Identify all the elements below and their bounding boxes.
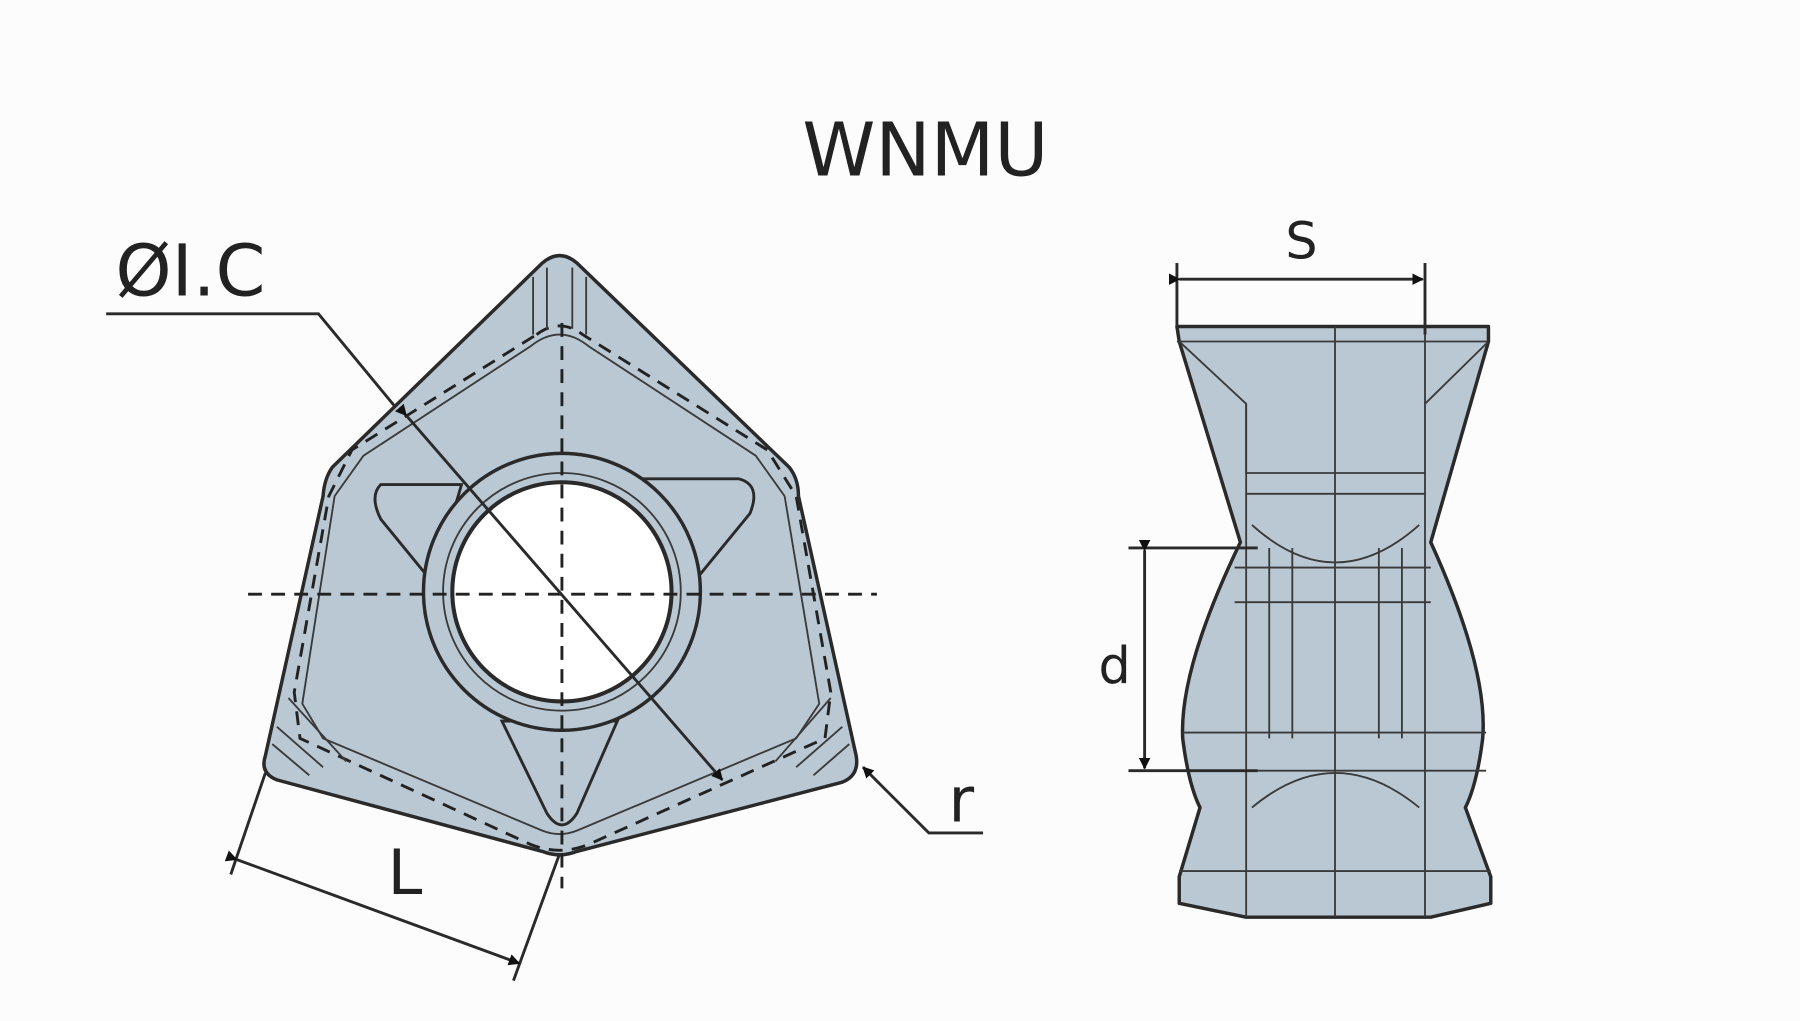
diagram-title: WNMU (802, 107, 1048, 193)
r-label: r (948, 763, 974, 836)
insert-top-view: ØI.C L r (106, 229, 984, 982)
insert-side-view: S d (1099, 211, 1493, 919)
d-label: d (1099, 636, 1131, 695)
s-label: S (1285, 211, 1317, 270)
ic-label: ØI.C (115, 229, 265, 312)
r-leader (862, 766, 984, 835)
ic-dimension-line (394, 403, 724, 781)
l-dimension-line (224, 850, 521, 966)
l-label: L (388, 836, 423, 909)
